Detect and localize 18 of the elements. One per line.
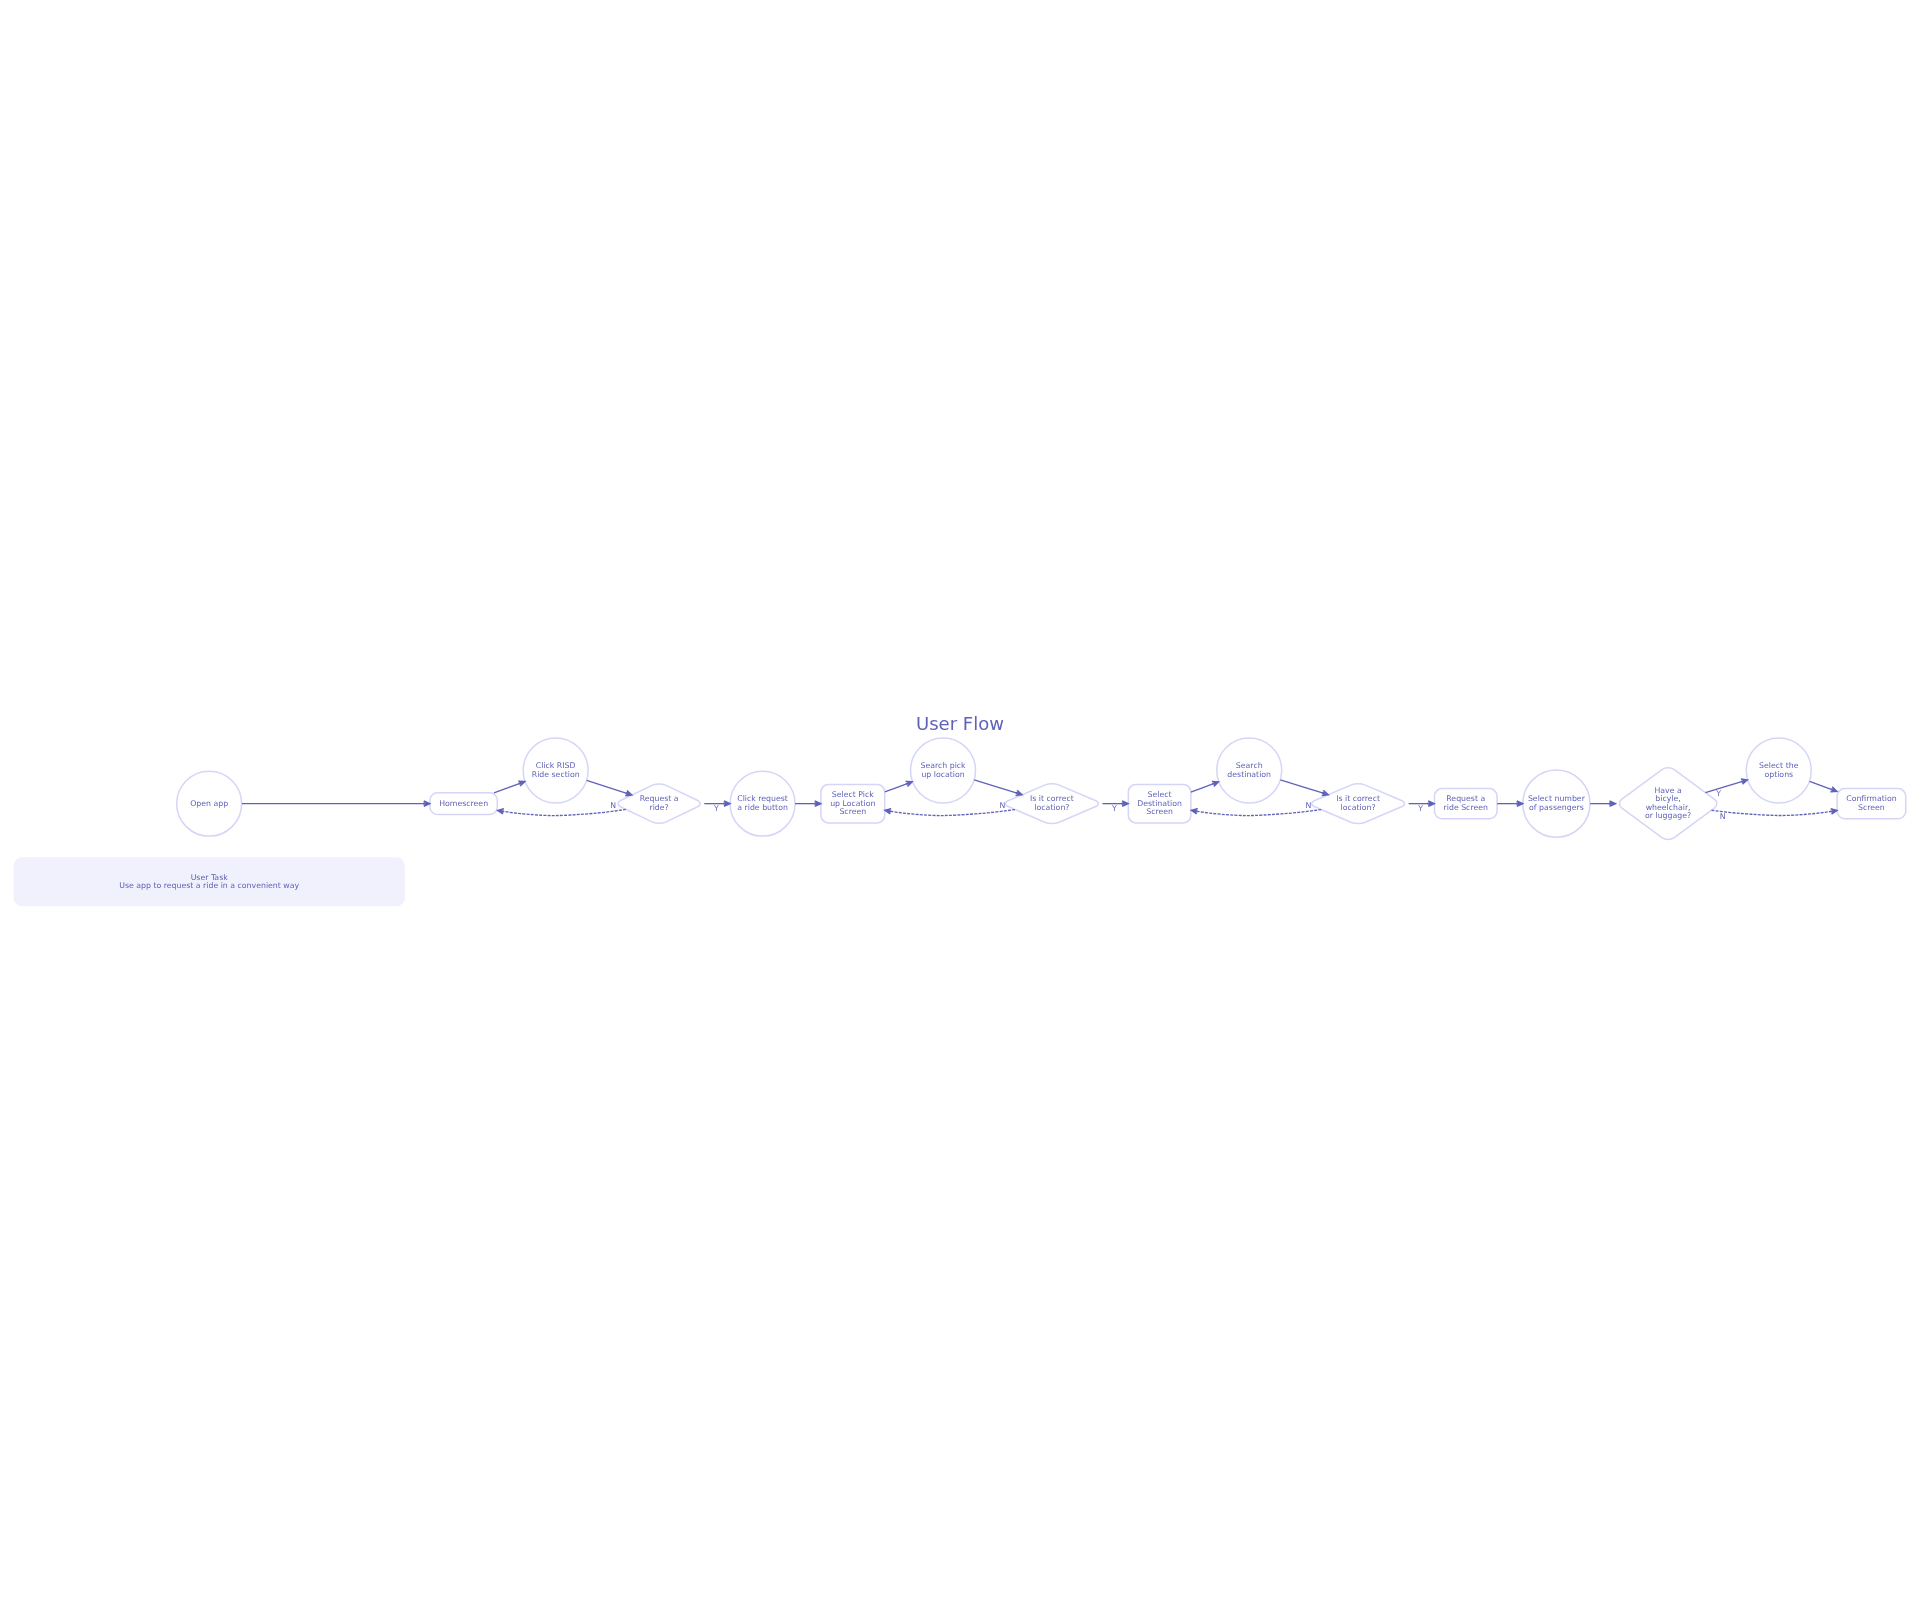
arrow	[1279, 778, 1329, 796]
arrow	[1496, 799, 1524, 807]
diagram-title: User Flow	[916, 712, 1004, 734]
arrow	[884, 807, 1016, 816]
arrow	[973, 778, 1023, 796]
arrow	[1710, 807, 1838, 816]
arrow	[1190, 780, 1220, 793]
arrow	[1101, 799, 1129, 807]
arrow	[794, 799, 822, 807]
arrow	[1408, 799, 1435, 807]
arrow	[703, 799, 731, 807]
arrow	[1704, 777, 1749, 793]
arrow	[586, 779, 633, 796]
arrow	[1190, 807, 1322, 816]
arrow	[1589, 799, 1617, 807]
arrow	[496, 807, 627, 816]
arrow	[493, 779, 526, 793]
arrow	[241, 799, 431, 807]
